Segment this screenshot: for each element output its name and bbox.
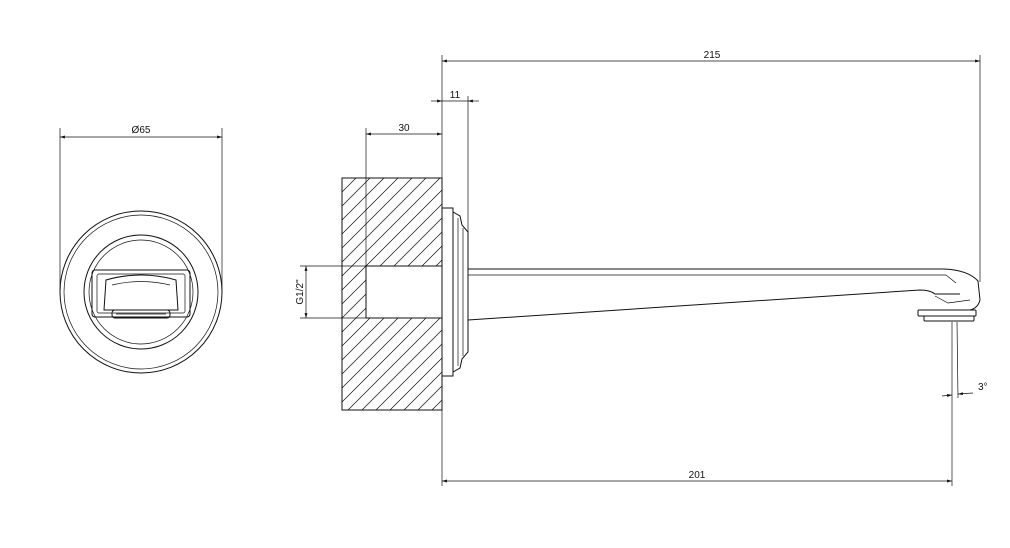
length-label: 215: [704, 50, 721, 61]
hatch-line: [342, 178, 442, 410]
hatch-line: [474, 178, 706, 410]
thread-dimension: G1/2": [295, 265, 366, 319]
reach-label: 201: [689, 470, 706, 481]
hatch-line: [342, 178, 442, 410]
hatch-line: [342, 178, 385, 410]
plate-thickness-dimension: 11: [431, 90, 479, 258]
hatch-line: [403, 178, 442, 410]
depth-label: 30: [398, 123, 410, 134]
hatch-line: [361, 178, 442, 410]
angle-label: 3°: [978, 382, 988, 393]
hatch-line: [342, 178, 413, 410]
diameter-label: Ø65: [132, 125, 151, 136]
hatch-line: [431, 178, 442, 410]
hatch-line: [342, 178, 442, 410]
wall-section: [96, 177, 706, 411]
hatch-line: [446, 178, 678, 410]
front-view: [59, 210, 223, 374]
hatch-line: [460, 178, 692, 410]
spout: [467, 268, 981, 322]
hatch-line: [342, 178, 442, 410]
thread-label: G1/2": [295, 279, 306, 305]
length-dimension: 215: [441, 50, 981, 282]
plate-thickness-label: 11: [450, 90, 461, 101]
hatch-line: [375, 178, 442, 410]
diameter-dimension: Ø65: [59, 125, 223, 290]
angle-dimension: 3°: [941, 321, 988, 399]
hatch-line: [389, 178, 442, 410]
hatch-line: [342, 178, 442, 410]
hatch-line: [342, 178, 343, 410]
hatch-line: [96, 178, 328, 410]
hatch-line: [342, 178, 441, 410]
reach-dimension: 201: [441, 322, 953, 486]
hatch-line: [342, 178, 442, 410]
wall-plate: [441, 207, 469, 377]
hatch-line: [342, 178, 442, 410]
hatch-line: [342, 178, 399, 410]
hatch-line: [342, 178, 371, 410]
hatch-line: [342, 178, 427, 410]
depth-dimension: 30: [365, 123, 442, 266]
hatch-line: [347, 178, 442, 410]
